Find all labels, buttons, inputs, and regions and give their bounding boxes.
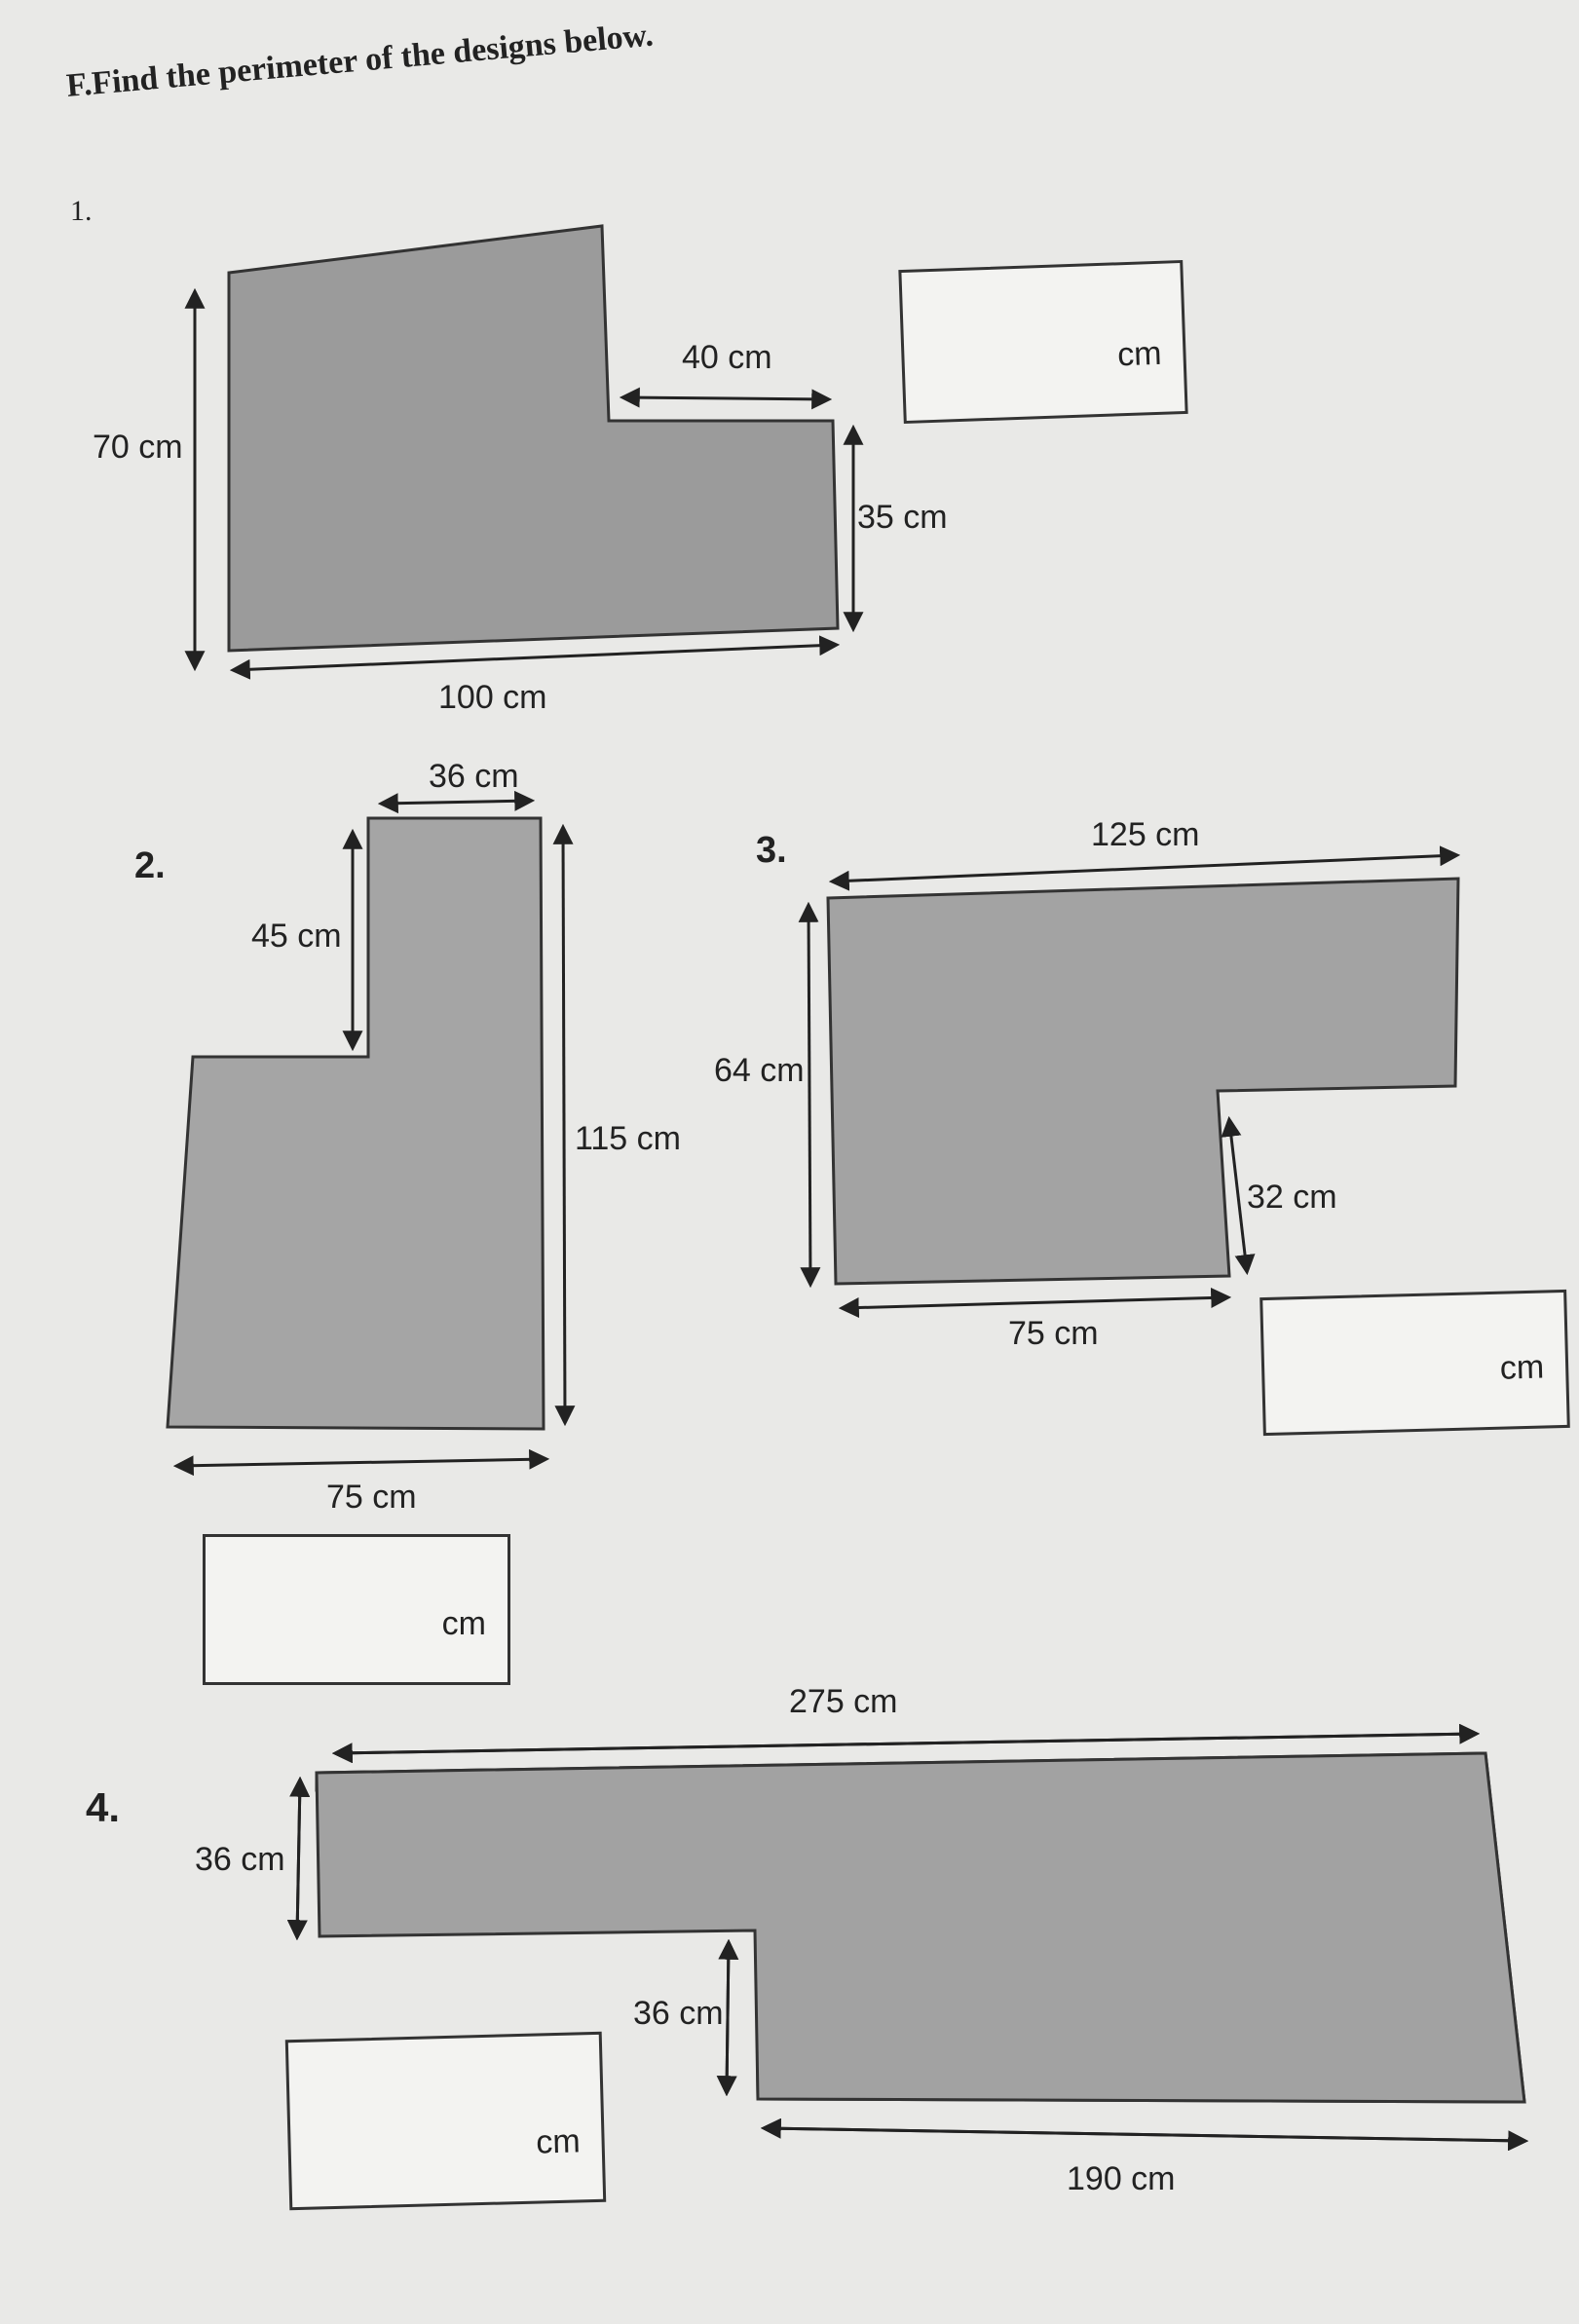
q2-answer-box[interactable]: cm [203,1534,510,1685]
q4-step-height-arrow-front [716,1938,739,2097]
shape-1 [227,224,840,653]
q1-answer-box[interactable]: cm [898,259,1188,425]
q4-top-arrow-front [331,1723,1481,1764]
q2-step-height-label: 45 cm [251,918,342,955]
q4-top-label: 275 cm [789,1683,898,1720]
q4-step-height-label: 36 cm [633,1995,724,2032]
q1-height-label: 70 cm [93,429,183,466]
q3-top-label: 125 cm [1091,816,1200,853]
q2-answer-unit: cm [441,1605,486,1642]
q4-left-height-label: 36 cm [195,1841,285,1878]
q2-height-label: 115 cm [575,1120,681,1157]
q1-top-step-arrow [619,387,833,410]
question-number: 4. [86,1784,121,1830]
q1-bottom-arrow [229,635,841,680]
q3-height-label: 64 cm [714,1052,805,1089]
q1-top-step-label: 40 cm [682,339,772,376]
q1-answer-unit: cm [1116,334,1163,374]
shape-4-outline [315,1751,1526,2104]
q3-height-arrow [798,901,821,1289]
q4-left-height-arrow-front [286,1776,311,1941]
q3-answer-unit: cm [1499,1348,1545,1387]
question-number: 1. [70,195,93,227]
q3-step-height-label: 32 cm [1247,1179,1337,1216]
question-number: 2. [134,845,166,886]
q1-bottom-label: 100 cm [438,679,547,716]
q3-step-height-arrow [1221,1115,1256,1276]
q4-bottom-arrow-front [760,2118,1529,2152]
q2-top-label: 36 cm [429,758,519,795]
q2-top-arrow [377,790,536,814]
shape-2 [166,816,545,1431]
q3-bottom-label: 75 cm [1008,1315,1099,1352]
q2-height-arrow [552,823,576,1427]
q3-bottom-arrow [838,1287,1232,1319]
q2-bottom-arrow [172,1448,550,1477]
q4-answer-box[interactable]: cm [284,2031,607,2211]
q4-bottom-label: 190 cm [1067,2160,1176,2197]
q3-top-arrow [828,845,1461,891]
q2-bottom-label: 75 cm [326,1479,417,1516]
q4-answer-unit: cm [535,2122,582,2161]
q1-right-height-label: 35 cm [857,499,948,536]
question-number: 3. [756,830,787,871]
q3-answer-box[interactable]: cm [1259,1289,1570,1437]
